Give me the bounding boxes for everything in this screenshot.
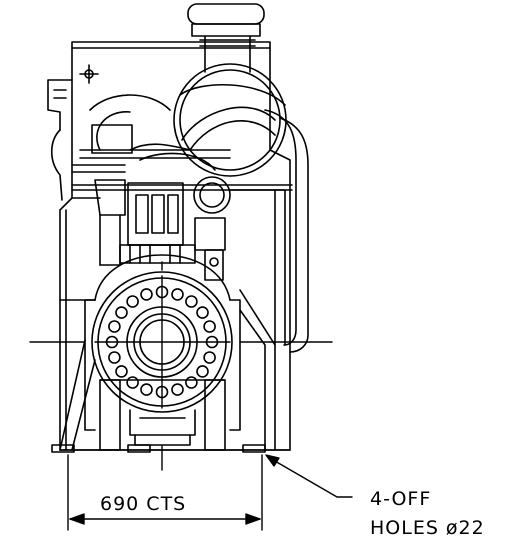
- dimension-690-cts: [67, 454, 263, 531]
- holes-note-line2: HOLES ø22: [370, 517, 485, 539]
- center-lines: [29, 261, 333, 471]
- dimension-label: 690 CTS: [100, 493, 186, 515]
- block-side-detail: [99, 214, 121, 266]
- bolt-hole: [140, 288, 153, 301]
- turbo-manifold: [47, 79, 231, 216]
- bolt-hole: [185, 295, 198, 308]
- engine-mounting-feet: [51, 289, 291, 453]
- bolt-hole: [115, 306, 128, 319]
- holes-note-line1: 4-OFF: [370, 488, 431, 510]
- bolt-hole: [203, 351, 216, 364]
- bolt-hole: [108, 351, 121, 364]
- bolt-hole: [196, 365, 209, 378]
- bellhousing-lower: [129, 409, 196, 446]
- bolt-hole: [171, 288, 184, 301]
- bolt-hole: [185, 376, 198, 389]
- bolt-hole: [115, 365, 128, 378]
- air-intake-stack: [173, 3, 287, 177]
- bolt-hole: [126, 295, 139, 308]
- bolt-hole: [203, 320, 216, 333]
- bolt-hole: [108, 320, 121, 333]
- bolt-hole: [171, 383, 184, 396]
- bolt-hole: [126, 376, 139, 389]
- holes-leader: [265, 454, 353, 498]
- bolt-hole: [140, 383, 153, 396]
- coolant-pipe-right: [264, 109, 309, 353]
- injection-pump: [119, 182, 226, 281]
- bolt-hole: [196, 306, 209, 319]
- crosshair-symbol: [79, 64, 99, 84]
